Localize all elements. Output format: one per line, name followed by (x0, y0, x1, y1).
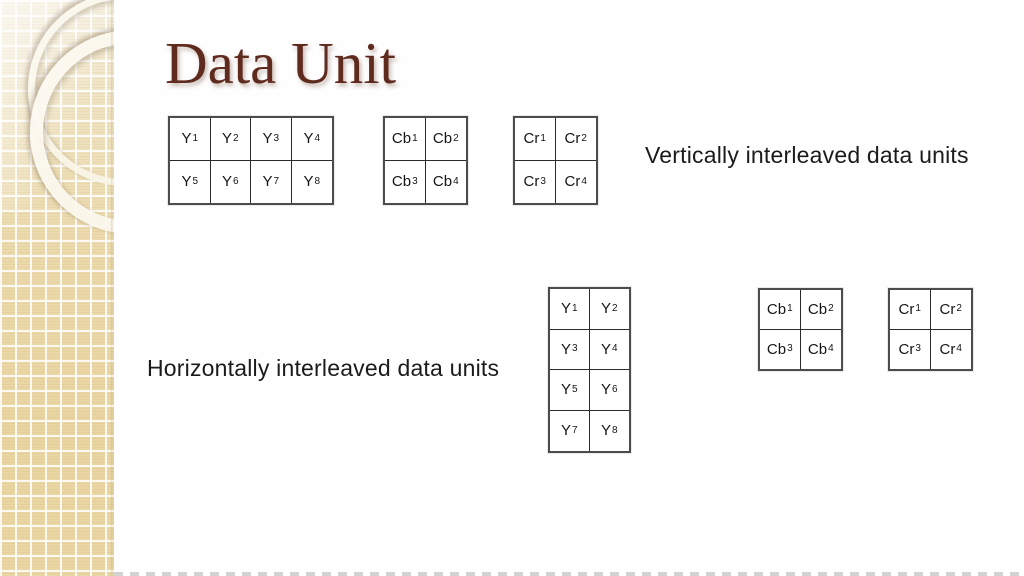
slide-title: Data Unit (165, 30, 397, 96)
caption-horizontally-interleaved: Horizontally interleaved data units (147, 355, 500, 381)
bottom-edge-pattern (114, 572, 1024, 576)
caption-vertically-interleaved: Vertically interleaved data units (645, 142, 969, 168)
sidebar-decoration (0, 0, 114, 576)
